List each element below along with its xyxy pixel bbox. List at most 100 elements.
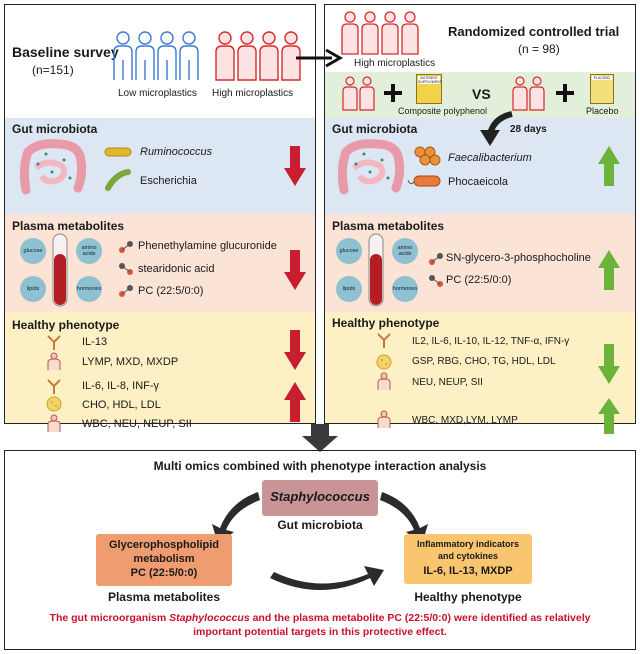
left-plasma-down-arrow-icon (284, 250, 306, 290)
baseline-to-trial-arrow-icon (296, 48, 344, 68)
trial-high-label: High microplastics (354, 58, 436, 69)
right-intestine-icon (337, 139, 405, 195)
conclusion-part-a: The gut microorganism (49, 612, 170, 624)
faecalibacterium-icon (414, 146, 441, 166)
trial-n: (n = 98) (518, 42, 560, 56)
staphylococcus-box (262, 480, 378, 516)
glycero-line-3: PC (22:5/0:0) (130, 567, 198, 579)
left-metabolite-3: PC (22:5/0:0) (138, 285, 204, 297)
plus-icon-1 (384, 84, 402, 102)
trial-design-band (325, 72, 635, 118)
right-pheno-down-2: GSP, RBG, CHO, TG, HDL, LDL (412, 356, 556, 367)
right-bubble-glucose: glucose (336, 238, 362, 264)
panels-to-analysis-arrow-icon (302, 424, 338, 452)
ruminococcus-label: Ruminococcus (140, 146, 213, 158)
left-pheno-up-2: CHO, HDL, LDL (82, 399, 161, 411)
escherichia-label: Escherichia (140, 175, 197, 187)
right-plasma-title: Plasma metabolites (332, 219, 445, 233)
left-metabolite-2: stearidonic acid (138, 263, 215, 275)
analysis-title: Multi omics combined with phenotype inte… (153, 459, 487, 473)
escherichia-bacteria-icon (105, 169, 131, 191)
left-person-icon-2 (47, 414, 61, 432)
left-plasma-title: Plasma metabolites (12, 219, 125, 233)
faecalibacterium-label: Faecalibacterium (448, 152, 532, 164)
left-gut-down-arrow-icon (284, 146, 306, 186)
left-molecule-icon-3 (119, 285, 133, 297)
right-pheno-down-1: IL2, IL-6, IL-10, IL-12, TNF-α, IFN-γ (412, 336, 570, 347)
infl-line-2: and cytokines (437, 551, 499, 561)
conclusion-part-c: and the plasma metabolite PC (22:5/0:0) … (249, 612, 591, 624)
conclusion-part-d: important potential targets in this prot… (193, 626, 447, 638)
right-pheno-down-arrow-icon (598, 344, 620, 384)
right-plasma-up-arrow-icon (598, 250, 620, 290)
trial-panel (324, 4, 636, 424)
left-cell-icon (46, 396, 62, 412)
bottom-gut-label: Gut microbiota (277, 518, 363, 532)
right-pheno-down-3: NEU, NEUP, SII (412, 377, 483, 388)
left-pheno-title: Healthy phenotype (12, 318, 120, 332)
right-bubble-lipids: lipids (336, 276, 362, 302)
conclusion-part-b: Staphylococcus (169, 612, 250, 624)
left-gut-title: Gut microbiota (12, 122, 98, 136)
placebo-box-label: PLACEBO (592, 76, 612, 80)
baseline-n: (n=151) (32, 63, 74, 77)
baseline-panel (4, 4, 316, 424)
right-antibody-icon (377, 333, 391, 348)
bottom-plasma-label: Plasma metabolites (107, 590, 221, 604)
high-microplastics-people-icon (215, 31, 301, 81)
left-person-icon-1 (47, 352, 61, 370)
glycero-line-1: Glycerophospholipid (108, 539, 219, 551)
left-pheno-down-1: IL-13 (82, 336, 108, 348)
right-cell-icon (376, 354, 392, 370)
conclusion-text: The gut microorganism Staphylococcus and… (12, 611, 628, 639)
glycero-line-2: metabolism (133, 553, 195, 565)
left-metabolite-1: Phenethylamine glucuronide (138, 240, 277, 252)
left-bubble-lipids: lipids (20, 276, 46, 302)
left-blood-tube-icon (52, 233, 68, 307)
ruminococcus-bacteria-icon (104, 147, 132, 157)
right-person-icon-2 (377, 410, 391, 428)
left-pheno-down-arrow-icon (284, 330, 306, 370)
intestine-icon (19, 139, 87, 195)
trial-high-people-icon (341, 11, 419, 55)
left-pheno-up-arrow-icon (284, 382, 306, 422)
right-person-icon-1 (377, 372, 391, 390)
curved-arrow-28-days-icon (480, 111, 513, 146)
vs-label: VS (472, 86, 491, 102)
trial-title: Randomized controlled trial (448, 24, 620, 39)
low-microplastics-label: Low microplastics (118, 88, 197, 99)
analysis-panel (4, 450, 636, 650)
right-molecule-icon-2 (429, 275, 443, 287)
phocaeicola-icon (407, 175, 441, 187)
baseline-title: Baseline survey (12, 44, 119, 60)
infl-line-3: IL-6, IL-13, MXDP (423, 565, 513, 577)
composite-polyphenol-box: NUTRIENT SUPPLEMENT (416, 74, 442, 104)
plus-icon-2 (556, 84, 574, 102)
glycero-box (96, 534, 232, 586)
composite-box-label: NUTRIENT SUPPLEMENT (418, 76, 442, 84)
left-bubble-amino: amino acids (76, 238, 102, 264)
placebo-box: PLACEBO (590, 74, 614, 104)
right-bubble-amino: amino acids (392, 238, 418, 264)
right-molecule-icon-1 (429, 253, 443, 265)
left-pheno-up-3: WBC, NEU, NEUP, SII (82, 418, 192, 430)
high-microplastics-label: High microplastics (212, 88, 294, 99)
composite-polyphenol-label: Composite polyphenol (398, 106, 488, 116)
left-pheno-up-1: IL-6, IL-8, INF-γ (82, 380, 160, 392)
right-pheno-up-1: WBC, MXD,LYM, LYMP (412, 415, 518, 426)
left-molecule-icon-2 (119, 263, 133, 275)
days-label: 28 days (510, 124, 547, 135)
left-bubble-hormones: hormones (76, 276, 102, 302)
phocaeicola-label: Phocaeicola (448, 176, 508, 188)
right-gut-title: Gut microbiota (332, 122, 418, 136)
right-gut-up-arrow-icon (598, 146, 620, 186)
left-antibody-icon-1 (47, 335, 61, 350)
placebo-label: Placebo (586, 106, 619, 116)
left-pheno-down-2: LYMP, MXD, MXDP (82, 356, 179, 368)
left-antibody-icon-2 (47, 379, 61, 394)
staphylococcus-label: Staphylococcus (270, 489, 370, 504)
trial-group-b-people-icon (512, 76, 545, 111)
trial-group-a-people-icon (342, 76, 375, 111)
infl-line-1: Inflammatory indicators (416, 539, 520, 549)
interaction-cycle-arrows-icon (212, 492, 428, 590)
